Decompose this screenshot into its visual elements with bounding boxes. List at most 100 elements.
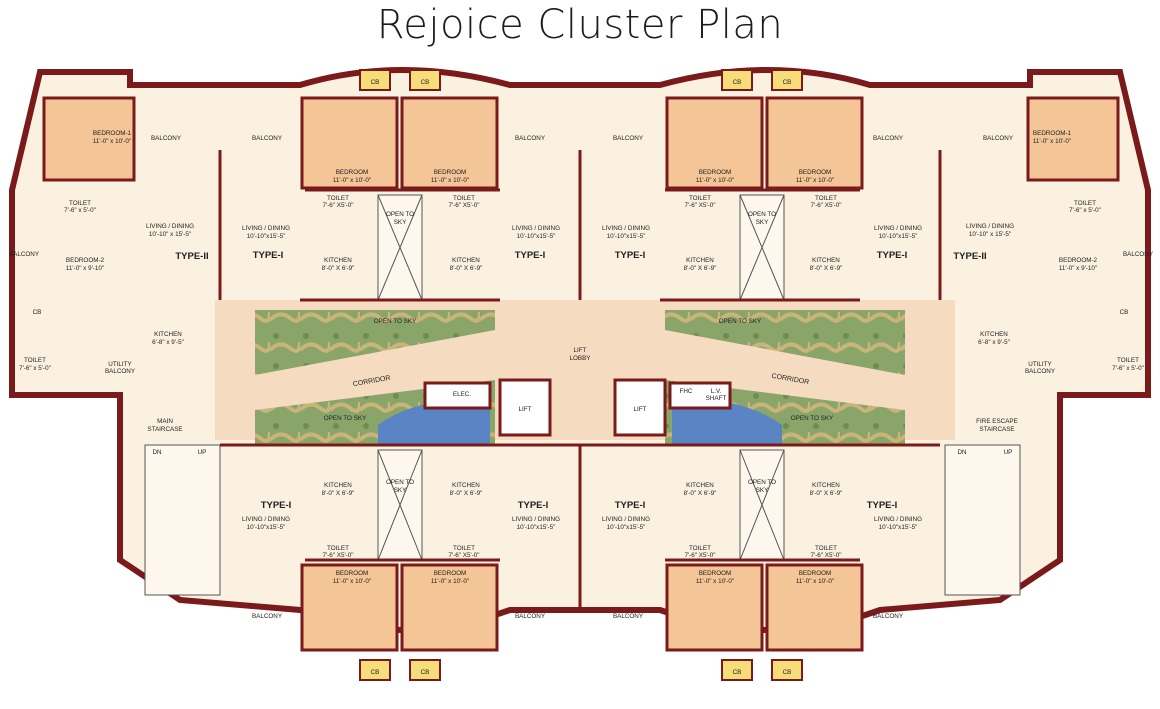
dim-toilet-right: 7'-6" x 5'-0" [1112,365,1144,372]
dim-toilet-left: 7'-6" x 5'-0" [19,365,51,372]
staircases [144,444,1021,596]
label-cb-left: CB [33,309,42,316]
label-kitchen-left: KITCHEN [154,331,182,338]
label-lift-lobby-2: LOBBY [570,355,592,362]
label-main: MAIN [157,418,173,425]
label-toilet-b4: TOILET [815,545,837,552]
dim-kitchen-b4: 8'-0" X 6'-9" [810,490,843,497]
dim-kitchen-right: 6'-8" x 9'-5" [978,339,1010,346]
dim-toilet-t4: 7'-6" X5'-0" [810,202,841,209]
label-dn-left: DN [152,449,162,456]
label-kitchen-b3: KITCHEN [686,482,714,489]
open-to-sky-garden-top-right [665,310,905,375]
label-open-sky-bl: OPEN TO SKY [324,415,367,422]
dim-toilet-tr: 7'-6" x 5'-0" [1069,207,1101,214]
label-lv-shaft: SHAFT [706,395,727,402]
label-living-b2: LIVING / DINING [512,516,560,523]
dim-toilet-b1: 7'-6" X5'-0" [322,552,353,559]
dim-bedroom-t1: 11'-0" x 10'-0" [333,177,371,184]
label-lv: L.V. [711,388,722,395]
dim-living-t3: 10'-10"x15'-5" [607,233,646,240]
label-balcony-t4: BALCONY [873,135,904,142]
label-toilet-right: TOILET [1117,357,1139,364]
bedrooms-top [42,96,1120,190]
label-utility-balcony-left: BALCONY [105,368,136,375]
label-cb-b1: CB [371,669,380,676]
label-living-b4: LIVING / DINING [874,516,922,523]
open-to-sky-shafts [377,194,785,561]
label-toilet-b1: TOILET [327,545,349,552]
label-toilet-t3: TOILET [689,195,711,202]
dim-bedroom1-tr: 11'-0" x 10'-0" [1033,138,1071,145]
label-lift-right: LIFT [634,406,647,413]
label-balcony-tl: BALCONY [151,135,182,142]
label-open-sky-tl: OPEN TO SKY [374,318,417,325]
dim-living-tr: 10'-10" x 15'-5" [969,231,1011,238]
walls [218,150,942,610]
label-fire-escape-staircase: STAIRCASE [979,426,1014,433]
dim-kitchen-b1: 8'-0" X 6'-9" [322,490,355,497]
label-type-i-b1: TYPE-I [261,500,292,511]
label-balcony-b2: BALCONY [515,613,546,620]
label-kitchen-b1: KITCHEN [324,482,352,489]
label-type-i-t4: TYPE-I [877,250,908,261]
label-lift-lobby-1: LIFT [574,347,587,354]
dim-bedroom-b2: 11'-0" x 10'-0" [431,578,469,585]
label-bedroom-t3: BEDROOM [699,169,732,176]
label-type-i-t3: TYPE-I [615,250,646,261]
label-living-t3: LIVING / DINING [602,225,650,232]
label-balcony-b1: BALCONY [252,613,283,620]
dim-toilet-t3: 7'-6" X5'-0" [684,202,715,209]
label-fire-escape: FIRE ESCAPE [976,418,1018,425]
dim-living-t2: 10'-10"x15'-5" [517,233,556,240]
dim-bedroom1-tl: 11'-0" x 10'-0" [93,138,131,145]
label-type-i-t1: TYPE-I [253,250,284,261]
label-sky-b1: SKY [394,487,407,494]
dim-kitchen-b2: 8'-0" X 6'-9" [450,490,483,497]
label-elec: ELEC. [453,391,471,398]
lift-core [423,378,732,437]
water-body-right [672,399,782,445]
label-balcony-left: BALCONY [9,251,40,258]
label-bedroom1-tr: BEDROOM-1 [1033,130,1072,137]
dim-toilet-tl: 7'-6" x 5'-0" [64,207,96,214]
label-open-to-b2: OPEN TO [748,479,776,486]
label-bedroom-t2: BEDROOM [434,169,467,176]
label-bedroom-b3: BEDROOM [699,570,732,577]
label-kitchen-b4: KITCHEN [812,482,840,489]
label-dn-right: DN [957,449,967,456]
dim-bedroom-t4: 11'-0" x 10'-0" [796,177,834,184]
label-sky-b2: SKY [756,487,769,494]
label-kitchen-t3: KITCHEN [686,257,714,264]
dim-bedroom-b4: 11'-0" x 10'-0" [796,578,834,585]
dim-living-b3: 10'-10"x15'-5" [607,524,646,531]
label-open-to-t1: OPEN TO [386,211,414,218]
label-cb-b4: CB [783,669,792,676]
label-kitchen-t2: KITCHEN [452,257,480,264]
label-kitchen-right: KITCHEN [980,331,1008,338]
label-balcony-b3: BALCONY [613,613,644,620]
cupboards [359,69,803,681]
dim-kitchen-b3: 8'-0" X 6'-9" [684,490,717,497]
label-cb-t3: CB [733,79,742,86]
dim-living-b1: 10'-10"x15'-5" [247,524,286,531]
water-body-left [378,399,490,445]
label-utility-left: UTILITY [108,361,132,368]
label-bedroom-b2: BEDROOM [434,570,467,577]
label-cb-t4: CB [783,79,792,86]
dim-kitchen-left: 6'-8" x 9'-5" [152,339,184,346]
label-open-to-t2: OPEN TO [748,211,776,218]
label-living-tl: LIVING / DINING [146,223,194,230]
label-toilet-b3: TOILET [689,545,711,552]
label-balcony-t3: BALCONY [613,135,644,142]
label-cb-t1: CB [371,79,380,86]
dim-toilet-b2: 7'-6" X5'-0" [448,552,479,559]
label-cb-t2: CB [421,79,430,86]
dim-toilet-b3: 7'-6" X5'-0" [684,552,715,559]
label-kitchen-t4: KITCHEN [812,257,840,264]
dim-bedroom2-left: 11'-0" x 9'-10" [66,265,104,272]
label-bedroom-t1: BEDROOM [336,169,369,176]
dim-kitchen-t3: 8'-0" X 6'-9" [684,265,717,272]
label-open-sky-br: OPEN TO SKY [791,415,834,422]
